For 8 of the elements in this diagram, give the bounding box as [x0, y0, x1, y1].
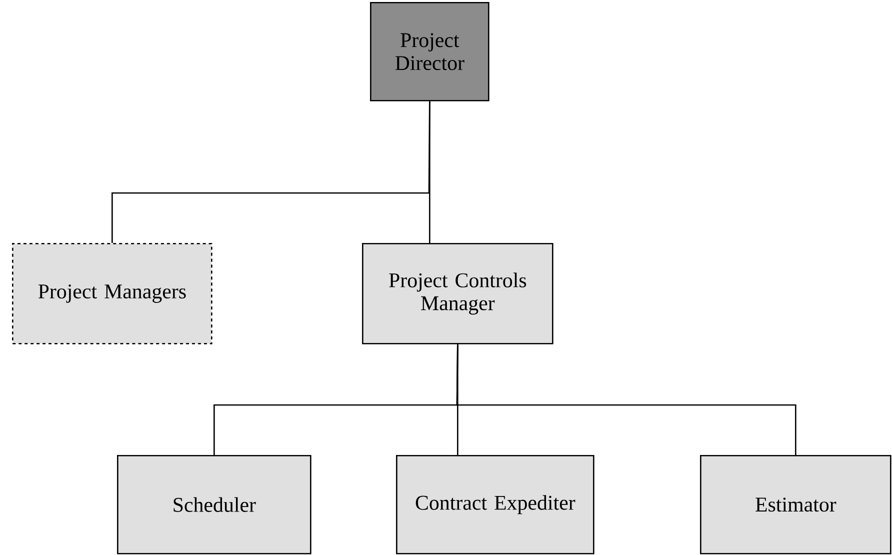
role-box: Project Controls Manager: [362, 242, 554, 344]
connector-line: [456, 344, 796, 455]
title-box: Project Director: [370, 2, 490, 102]
role-box: Scheduler: [117, 454, 312, 554]
role-box: Estimator: [700, 454, 892, 554]
role-box: Project Managers: [12, 242, 212, 344]
connector-line: [429, 101, 430, 243]
role-box: Contract Expediter: [396, 454, 594, 554]
